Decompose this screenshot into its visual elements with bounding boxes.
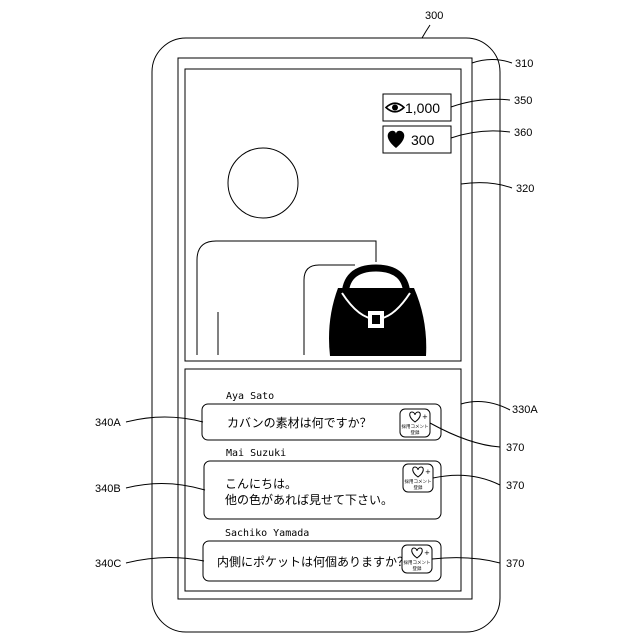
leader-340B <box>126 483 205 490</box>
eye-icon <box>386 103 404 112</box>
plus-icon: + <box>424 549 430 557</box>
ref-370-1: 370 <box>506 442 524 454</box>
register-label-line-1: 採用コメント <box>404 559 431 566</box>
ref-300: 300 <box>425 10 443 22</box>
plus-icon: + <box>422 413 428 421</box>
comment-text-3: 内側にポケットは何個ありますか？ <box>217 555 409 569</box>
leader-340C <box>126 557 204 563</box>
comment-text-2-line-2: 他の色があれば見せて下さい。 <box>225 492 393 507</box>
ref-370-2: 370 <box>506 480 524 492</box>
heart-plus-icon <box>413 467 424 477</box>
heart-plus-icon <box>412 548 423 558</box>
leader-340A <box>126 417 203 422</box>
ref-350: 350 <box>514 95 532 107</box>
comment-author-3: Sachiko Yamada <box>225 528 309 539</box>
register-label-line-2: 登録 <box>413 565 422 572</box>
handbag-clasp-inner <box>372 315 380 324</box>
leader-310 <box>472 60 512 64</box>
ref-340A: 340A <box>95 417 121 429</box>
ref-370-3: 370 <box>506 558 524 570</box>
leader-300 <box>422 25 430 38</box>
ref-310: 310 <box>515 58 533 70</box>
leader-lines <box>126 25 512 563</box>
plus-icon: + <box>425 468 431 476</box>
like-count: 300 <box>411 132 435 148</box>
register-label-line-2: 登録 <box>414 484 423 491</box>
leader-320 <box>461 183 512 188</box>
comment-author-2: Mai Suzuki <box>226 448 286 459</box>
comment-text-2-line-1: こんにちは。 <box>225 477 297 491</box>
view-counter: 1,000 <box>383 94 451 121</box>
register-label-line-1: 採用コメント <box>405 478 432 485</box>
leader-350 <box>451 99 510 107</box>
register-comment-button-1[interactable]: + 採用コメント 登録 <box>400 409 430 437</box>
ref-320: 320 <box>516 183 534 195</box>
heart-icon <box>388 131 405 148</box>
ref-340C: 340C <box>95 558 121 570</box>
person-head <box>228 148 298 218</box>
register-label-line-2: 登録 <box>411 429 420 436</box>
leader-360 <box>451 131 510 138</box>
ref-360: 360 <box>514 127 532 139</box>
ref-340B: 340B <box>95 483 121 495</box>
handbag-icon <box>329 268 426 356</box>
register-label-line-1: 採用コメント <box>402 423 429 430</box>
ref-330A: 330A <box>512 404 538 416</box>
comment-author-1: Aya Sato <box>226 391 274 402</box>
view-count: 1,000 <box>405 100 440 116</box>
register-comment-button-2[interactable]: + 採用コメント 登録 <box>403 464 433 492</box>
like-counter: 300 <box>383 126 451 153</box>
leader-330A <box>461 402 510 410</box>
leader-370-2 <box>433 475 500 485</box>
comment-text-1: カバンの素材は何ですか？ <box>227 416 372 430</box>
leader-370-3 <box>432 558 500 563</box>
heart-plus-icon <box>410 412 421 422</box>
